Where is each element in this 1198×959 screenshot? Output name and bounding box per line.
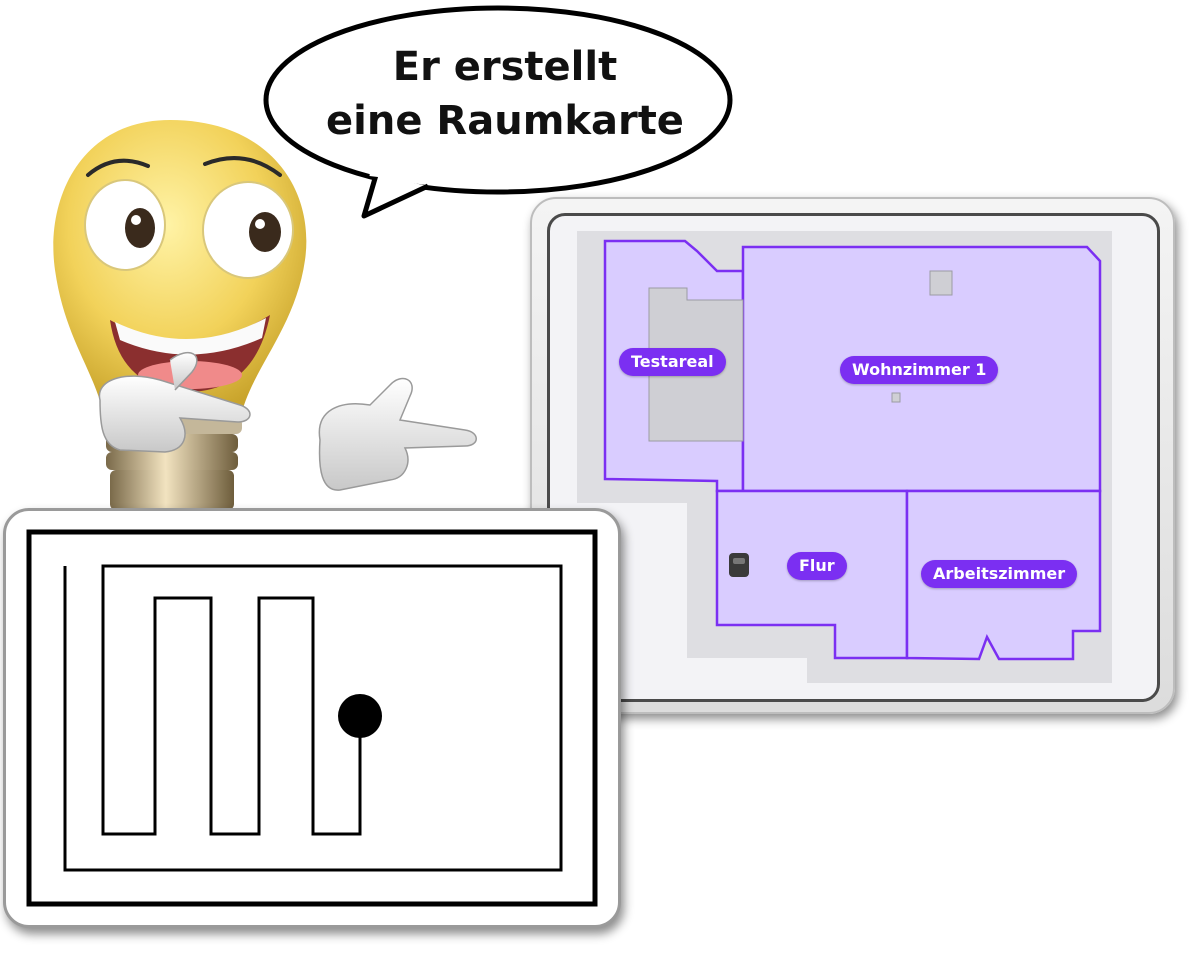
- cleaning-path: [63, 564, 563, 872]
- room-label-wohnzimmer[interactable]: Wohnzimmer 1: [840, 356, 999, 384]
- speech-line-2: eine Raumkarte: [326, 98, 684, 144]
- speech-line-1: Er erstellt: [392, 44, 618, 90]
- room-label-arbeitszimmer[interactable]: Arbeitszimmer: [921, 560, 1078, 588]
- lightbulb-character-icon: [53, 120, 477, 510]
- obstacle-block: [929, 270, 953, 296]
- room-border: [26, 529, 598, 907]
- room-map: [577, 231, 1112, 683]
- cleaning-path-diagram: [26, 529, 598, 907]
- robot-position-dot: [338, 694, 382, 738]
- room-label-flur[interactable]: Flur: [787, 552, 847, 580]
- speech-bubble: [263, 5, 733, 219]
- obstacle-small: [891, 392, 901, 403]
- room-label-testareal[interactable]: Testareal: [619, 348, 726, 376]
- robot-vacuum-icon: [729, 553, 749, 577]
